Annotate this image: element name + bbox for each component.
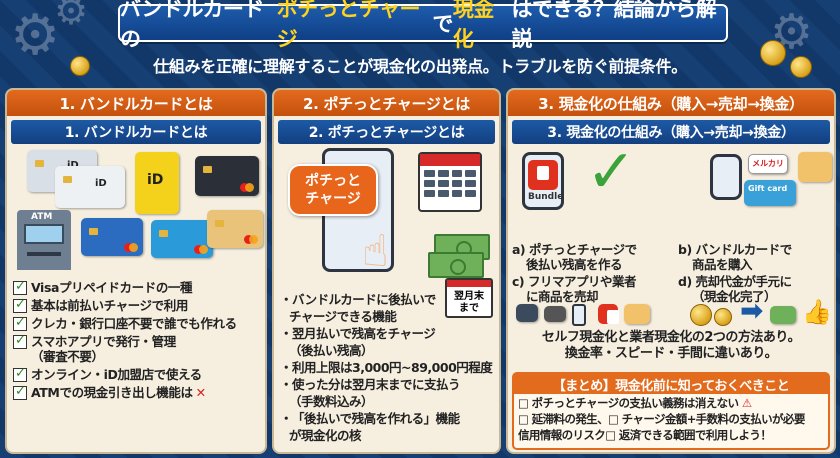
summary-box: 【まとめ】現金化前に知っておくべきこと □ ポチっとチャージの支払い義務は消えな…	[512, 372, 830, 450]
list-item: オンライン・iD加盟店で使える	[13, 366, 259, 382]
coin-icon	[70, 56, 90, 76]
list-item: ・利用上限は3,000円~89,000円程度	[280, 360, 493, 375]
panel-bundle-card: 1. バンドルカードとは 1. バンドルカードとは iD iD iD ATM V…	[5, 88, 267, 454]
summary-line: □ ポチっとチャージの支払い義務は消えない ⚠	[518, 396, 752, 410]
list-item: が現金化の核	[289, 428, 362, 443]
cards-illustration: iD iD iD ATM	[11, 148, 263, 276]
list-item: （審査不要）	[31, 349, 104, 364]
summary-line: 信用情報のリスク□ 返済できる範囲で利用しよう！	[518, 428, 772, 442]
smartphone-icon	[710, 154, 742, 200]
method-summary: セルフ現金化と業者現金化の2つの方法あり。 換金率・スピード・手間に違いあり。	[541, 330, 801, 361]
store-icon	[798, 152, 832, 182]
giftcard-icon: Gift card	[744, 180, 796, 206]
credit-card	[81, 218, 143, 256]
camera-icon	[544, 306, 566, 322]
coin-icon	[760, 40, 786, 66]
store-icon	[624, 304, 650, 324]
gear-icon: ⚙	[10, 3, 61, 68]
title-highlight: ポチっとチャージ	[276, 0, 421, 51]
summary-title: 【まとめ】現金化前に知っておくべきこと	[514, 374, 828, 394]
list-item: ATMでの現金引き出し機能は✕	[13, 384, 259, 400]
bundle-label: Bundle	[528, 192, 564, 202]
step-a: a) ポチっとチャージで 後払い残高を作る	[512, 242, 637, 272]
pointing-hand-icon: ☝	[362, 226, 389, 277]
page-title: バンドルカードのポチっとチャージで現金化はできる？結論から解説	[118, 0, 728, 51]
panel-header: 1. バンドルカードとは	[7, 90, 265, 116]
calendar-icon	[418, 152, 482, 212]
mercari-tag: メルカリ	[748, 154, 788, 174]
coin-icon	[790, 56, 812, 78]
title-text: で	[432, 12, 453, 36]
title-text: はできる？結論から解説	[511, 0, 717, 51]
check-icon: ✓	[586, 137, 637, 207]
panel-cashing-mechanism: 3. 現金化の仕組み（購入→売却→換金） 3. 現金化の仕組み（購入→売却→換金…	[506, 88, 836, 454]
panel-subheader: 2. ポチっとチャージとは	[278, 120, 495, 144]
prepaid-card: iD	[55, 166, 125, 208]
bundle-app-icon	[598, 304, 619, 324]
step-d: d) 売却代金が手元に （現金化完了）	[678, 274, 792, 304]
credit-card	[207, 210, 263, 248]
cash-icon	[428, 252, 484, 278]
coin-icon	[714, 308, 732, 326]
step-c: c) フリマアプリや業者 に商品を売却	[512, 274, 636, 304]
cash-icon	[770, 306, 796, 324]
title-text: バンドルカードの	[120, 0, 264, 51]
charge-bubble: ポチっと チャージ	[288, 164, 378, 216]
list-item: 基本は前払いチャージで利用	[13, 297, 259, 313]
smartphone-icon	[572, 304, 586, 326]
credit-card	[151, 220, 213, 258]
list-item: （後払い残高）	[289, 343, 374, 358]
flow-top: Bundle ✓ メルカリ Gift card	[512, 142, 832, 244]
panel-header: 3. 現金化の仕組み（購入→売却→換金）	[508, 90, 834, 116]
list-item: ・バンドルカードに後払いで	[280, 292, 436, 307]
panel-subheader: 3. 現金化の仕組み（購入→売却→換金）	[512, 120, 830, 144]
panel-header: 2. ポチっとチャージとは	[274, 90, 499, 116]
summary-line: □ 延滞料の発生、□ チャージ金額+手数料の支払いが必要	[518, 412, 805, 426]
list-item: （手数料込み）	[289, 394, 374, 409]
feature-bullets: ・バンドルカードに後払いで チャージできる機能 ・翌月払いで残高をチャージ （後…	[280, 292, 493, 443]
money-bag-icon	[690, 304, 712, 326]
subtitle: 仕組みを正確に理解することが現金化の出発点。トラブルを防ぐ前提条件。	[153, 57, 687, 76]
list-item: ・「後払いで残高を作れる」機能	[280, 411, 460, 426]
title-highlight: 現金化	[452, 0, 494, 51]
arrow-right-icon: ➡	[740, 294, 764, 327]
panel-pochitto-charge: 2. ポチっとチャージとは 2. ポチっとチャージとは ポチっと チャージ ☝ …	[272, 88, 501, 454]
credit-card	[195, 156, 259, 196]
list-item: チャージできる機能	[289, 309, 397, 324]
gear-icon: ⚙	[54, 0, 89, 33]
warning-icon: ⚠	[741, 396, 752, 410]
flow-bottom: ➡ 👍	[514, 294, 834, 330]
charge-illustration: ポチっと チャージ ☝	[278, 148, 495, 288]
due-date-badge: 翌月末 まで	[445, 278, 493, 318]
list-item: Visaプリペイドカードの一種	[13, 279, 259, 295]
monitor-icon	[516, 304, 538, 322]
list-item: ・翌月払いで残高をチャージ	[280, 326, 436, 341]
list-item: クレカ・銀行口座不要で誰でも作れる	[13, 315, 259, 331]
feature-checklist: Visaプリペイドカードの一種 基本は前払いチャージで利用 クレカ・銀行口座不要…	[13, 279, 259, 400]
step-b: b) バンドルカードで 商品を購入	[678, 242, 792, 272]
list-item: ・使った分は翌月末までに支払う	[280, 377, 461, 392]
thumbs-up-icon: 👍	[802, 298, 832, 326]
atm-icon: ATM	[17, 210, 71, 270]
x-icon: ✕	[195, 385, 206, 400]
bundle-app-icon	[528, 160, 558, 190]
list-item: スマホアプリで発行・管理	[13, 333, 259, 349]
id-card: iD	[135, 152, 179, 214]
panel-subheader: 1. バンドルカードとは	[11, 120, 261, 144]
